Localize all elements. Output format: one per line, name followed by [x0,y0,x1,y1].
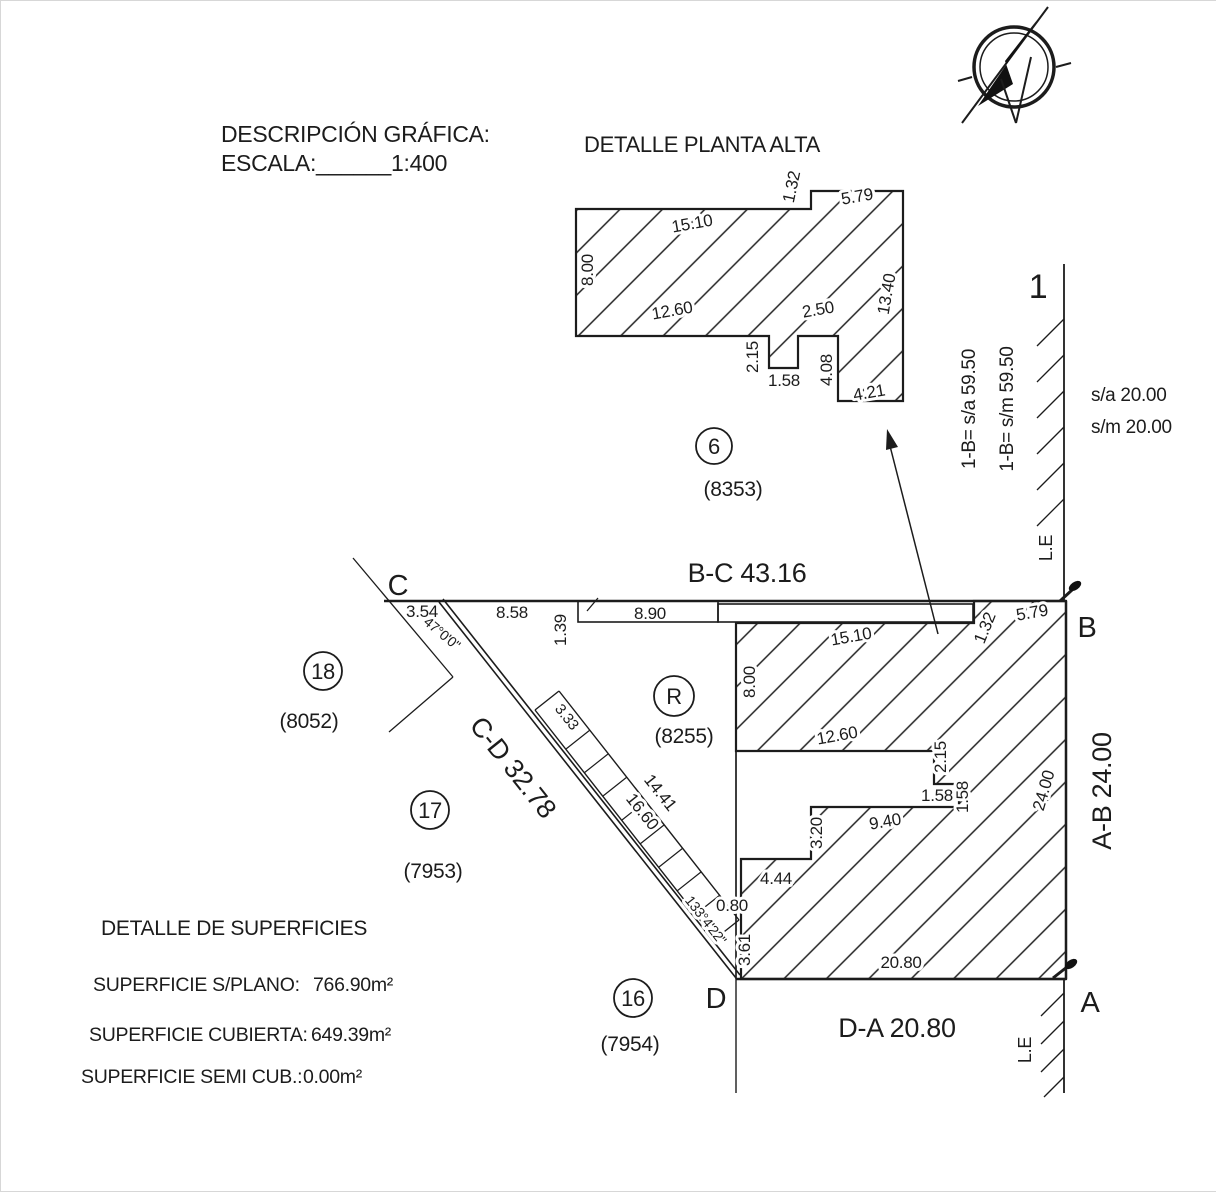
street-node-number: 1 [1029,268,1048,306]
description-title: DESCRIPCIÓN GRÁFICA: [221,121,490,147]
upper-detail-title: DETALLE PLANTA ALTA [584,132,821,157]
parcel-number: 17 [418,798,442,823]
dim-label: 1.58 [953,781,972,813]
parcel-18-label: 18 (8052) [280,651,343,733]
dim-label: 8.00 [740,666,759,698]
surface-row-value: 766.90m² [313,974,394,996]
street-hatch-ticks [1036,318,1065,527]
parcel-code: (7954) [601,1033,660,1056]
covered-area-outline [734,599,1068,981]
surface-row-value: 0.00m² [303,1066,363,1088]
surface-row-label: SUPERFICIE S/PLANO: [93,974,300,996]
dim-label: 2.15 [931,741,950,773]
dim-label: 3.20 [807,817,826,849]
parcel-code: (8353) [704,478,763,501]
dim-label: 1.39 [551,614,570,646]
dim-label: 1.58 [921,786,953,805]
dim-label: 0.80 [716,896,748,915]
parcel-number: 18 [311,659,335,684]
boundary-da-label: D-A 20.80 [838,1013,955,1043]
upper-detail-plan: 1.32 5.79 15.10 8.00 12.60 2.50 13.40 2.… [574,166,905,408]
neighbor-division-kink [388,676,454,733]
surface-row-label: SUPERFICIE SEMI CUB.: [81,1066,302,1088]
north-compass-icon [957,6,1072,124]
municipal-line-label: L.E [1036,535,1056,561]
north-needle [978,20,1037,106]
surface-row-label: SUPERFICIE CUBIERTA: [89,1024,308,1046]
corner-d: D [706,983,727,1015]
street-width-sa: s/a 20.00 [1091,385,1166,406]
corner-c: C [388,570,409,602]
dim-label: 3.54 [406,602,438,621]
street-width-sm: s/m 20.00 [1091,417,1172,438]
dim-label: 4.44 [760,869,792,888]
corner-pin-a [1052,958,1078,980]
parcel-r-label: R (8255) [653,675,714,748]
boundary-ab-label: A-B 24.00 [1087,732,1117,849]
dim-label: 8.90 [634,604,666,623]
boundary-cd-label: C-D 32.78 [464,711,562,824]
parcel-code: (8052) [280,710,339,733]
municipal-line-label: L.E [1015,1037,1035,1063]
parcel-number: R [666,684,682,709]
surfaces-title: DETALLE DE SUPERFICIES [101,917,367,940]
parcel-17-label: 17 (7953) [404,790,463,883]
detail-leader-arrow [886,429,939,635]
tick-mark [586,597,599,612]
surfaces-block: DETALLE DE SUPERFICIES SUPERFICIE S/PLAN… [81,917,394,1088]
upper-floor-outline [574,189,905,403]
corner-pin-b [1058,580,1082,603]
parcel-number: 6 [708,434,720,459]
parcel-code: (7953) [404,860,463,883]
dim-label: 1.32 [779,169,804,204]
dim-label: 2.15 [743,341,762,373]
boundary-bc-label: B-C 43.16 [688,558,807,588]
header-titles: DESCRIPCIÓN GRÁFICA: ESCALA:______1:400 … [221,121,821,176]
parcel-16-label: 16 (7954) [601,978,660,1056]
corner-a: A [1080,987,1100,1019]
neighbor-division-line [352,557,454,678]
scale-label: ESCALA:______1:400 [221,150,447,176]
street-right-upper: 1 1-B= s/a 59.50 1-B= s/m 59.50 s/a 20.0… [959,264,1172,601]
dim-label: 8.00 [578,254,597,286]
boundary-cd [438,601,737,979]
street-hatch-ticks [1040,992,1065,1098]
frontage-label-sa: 1-B= s/a 59.50 [959,349,980,469]
dim-label: 1.58 [768,371,800,390]
dim-label: 3.61 [735,934,754,966]
boundary-cd-inner [442,598,741,976]
corner-b: B [1077,612,1096,644]
dim-label: 20.80 [880,953,921,972]
dim-label: 3.33 [551,701,582,733]
street-right-lower: L.E [1015,979,1065,1098]
parcel-6-label: 6 (8353) [695,427,763,501]
setback-strip: 8.90 [577,600,974,623]
dim-label: 4.08 [817,354,836,386]
frontage-label-sm: 1-B= s/m 59.50 [997,346,1018,471]
site-building [734,599,1068,981]
parcel-code: (8255) [655,725,714,748]
surface-row-value: 649.39m² [311,1024,392,1046]
dim-label: 8.58 [496,603,528,622]
parcel-number: 16 [621,986,645,1011]
